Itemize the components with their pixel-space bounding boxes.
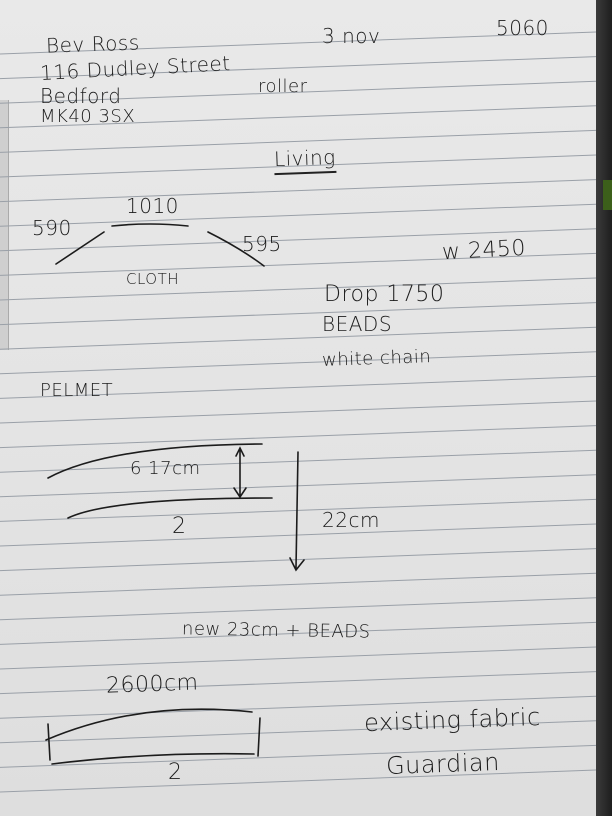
new-note: new 23cm + BEADS [181,618,371,643]
ruled-line [0,744,596,768]
ruled-line [0,252,596,276]
pelmet-drop: 22cm [322,508,380,532]
top-width: 1010 [126,194,179,218]
ruled-line [0,375,596,399]
job-number: 5060 [496,16,549,40]
left-width: 590 [32,216,72,240]
ruled-lines [0,31,596,793]
drop-arrow [289,451,305,572]
left-bracket [47,723,51,761]
bottom-quantity: 2 [168,760,183,785]
left-angle-line [55,231,105,265]
ruled-line [0,621,596,645]
ruled-line [0,31,596,55]
ruled-line [0,720,596,744]
ruled-line [0,646,596,670]
ruled-line [0,695,596,719]
ruled-line [0,154,596,178]
ruled-line [0,769,596,793]
ruled-line [0,425,596,449]
ruled-line [0,597,596,621]
pelmet-bottom-curve [67,497,273,519]
ruled-line [0,326,596,350]
date: 3 nov [322,24,381,48]
pelmet-top-curve [47,443,263,479]
ruled-line [0,56,596,80]
ruled-line [0,203,596,227]
ruled-line [0,105,596,129]
ruled-line [0,671,596,695]
ruled-line [0,351,596,375]
pelmet-width: 2600cm [105,670,199,699]
address-line-2: Bedford [40,84,122,108]
lined-paper [0,0,596,816]
height-arrow [233,446,247,499]
ruled-line [0,228,596,252]
ruled-line [0,179,596,203]
section-title-living: Living [273,144,337,176]
ruled-line [0,498,596,522]
ruled-line [0,80,596,104]
width-curve [45,708,253,741]
ruled-line [0,572,596,596]
ruled-line [0,129,596,153]
right-angle-line [207,231,265,267]
right-width: 595 [242,232,282,256]
cloth-label: CLOTH [126,270,180,288]
drop: Drop 1750 [324,282,445,307]
total-width: w 2450 [441,235,527,266]
ruled-line [0,302,596,326]
sketch-drawings [45,223,305,765]
chain: white chain [321,346,432,371]
background-surface [596,0,612,816]
ruled-line [0,548,596,572]
paper-stack-edge [0,100,9,350]
beads: BEADS [322,312,393,336]
width-bottom-line [51,752,255,765]
section-title-pelmet: PELMET [40,380,114,401]
pelmet-quantity: 2 [172,514,187,539]
fabric-name: Guardian [385,748,501,780]
product-type: roller [258,76,308,97]
ruled-line [0,523,596,547]
pelmet-height: 6 17cm [130,458,201,479]
ruled-line [0,400,596,424]
client-name: Bev Ross [45,30,141,58]
postcode: MK40 3SX [40,106,136,127]
background-object [603,180,612,210]
ruled-line [0,277,596,301]
top-width-line [111,223,189,227]
right-bracket [257,717,261,757]
